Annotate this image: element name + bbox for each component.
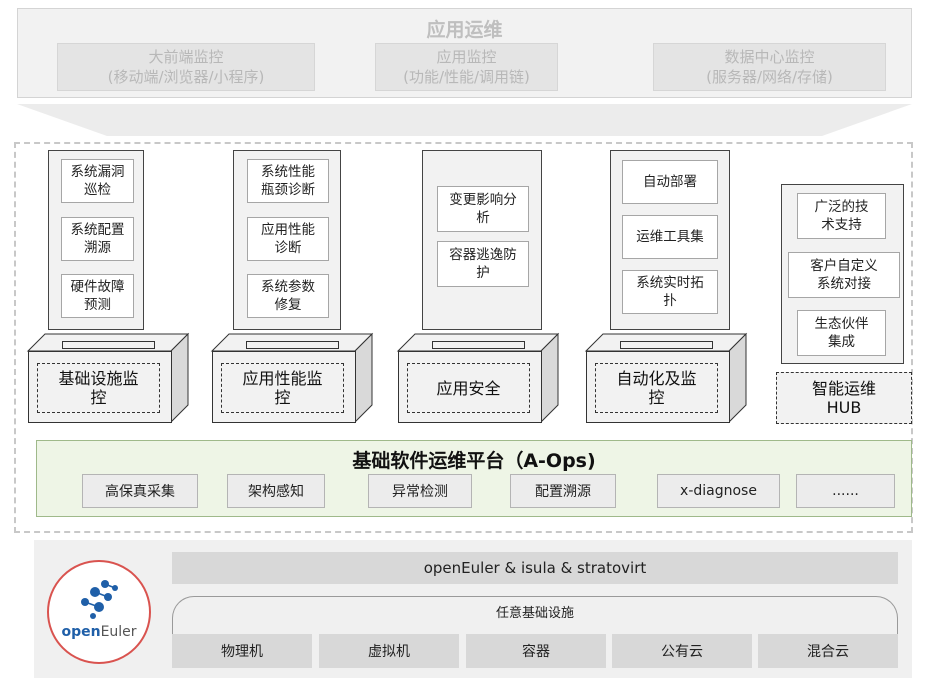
module-anomaly-detection: 异常检测 bbox=[368, 474, 472, 508]
application-monitoring-box: 应用监控 (功能/性能/调用链) bbox=[375, 43, 558, 91]
item-text: 系统对接 bbox=[817, 276, 871, 292]
item-perf-bottleneck: 系统性能瓶颈诊断 bbox=[247, 159, 329, 203]
item-app-perf-diagnosis: 应用性能诊断 bbox=[247, 217, 329, 261]
item-text: 硬件故障 bbox=[70, 279, 125, 295]
base-infrastructure-monitoring: 基础设施监控 bbox=[37, 363, 160, 413]
base-text: 基础设施监 bbox=[58, 369, 139, 388]
item-text: 容器逃逸防 bbox=[449, 247, 517, 263]
module-config-traceback: 配置溯源 bbox=[510, 474, 616, 508]
item-text: 广泛的技 bbox=[814, 199, 869, 215]
item-text: 应用性能 bbox=[261, 222, 315, 238]
infra-public-cloud: 公有云 bbox=[612, 634, 752, 668]
infra-hybrid-cloud: 混合云 bbox=[758, 634, 898, 668]
pedestal-slot-1 bbox=[62, 341, 155, 349]
item-text: 析 bbox=[476, 210, 490, 226]
item-param-repair: 系统参数修复 bbox=[247, 274, 329, 318]
funnel-shape bbox=[17, 104, 912, 136]
module-architecture-awareness: 架构感知 bbox=[227, 474, 325, 508]
frontend-monitoring-box: 大前端监控 (移动端/浏览器/小程序) bbox=[57, 43, 315, 91]
frontend-monitoring-scope: (移动端/浏览器/小程序) bbox=[107, 68, 265, 86]
datacenter-monitoring-title: 数据中心监控 bbox=[724, 48, 815, 66]
application-monitoring-title: 应用监控 bbox=[436, 48, 497, 66]
capability-frame bbox=[14, 142, 913, 533]
application-monitoring-scope: (功能/性能/调用链) bbox=[403, 68, 530, 86]
pedestal-slot-3 bbox=[432, 341, 525, 349]
item-tech-support: 广泛的技术支持 bbox=[797, 193, 886, 239]
module-x-diagnose: x-diagnose bbox=[657, 474, 780, 508]
base-text: 自动化及监 bbox=[616, 369, 697, 388]
infrastructure-bracket bbox=[172, 596, 898, 656]
item-text: 护 bbox=[476, 265, 490, 281]
wordmark-euler: Euler bbox=[100, 624, 137, 640]
item-hardware-fault-prediction: 硬件故障预测 bbox=[61, 274, 134, 318]
module-more: ...... bbox=[796, 474, 895, 508]
os-stack-bar: openEuler & isula & stratovirt bbox=[172, 552, 898, 584]
item-auto-deploy: 自动部署 bbox=[622, 160, 718, 204]
base-app-security: 应用安全 bbox=[407, 363, 530, 413]
item-config-traceback: 系统配置溯源 bbox=[61, 217, 134, 261]
item-text: 集成 bbox=[828, 334, 855, 350]
aops-title: 基础软件运维平台（A-Ops) bbox=[352, 449, 596, 472]
item-text: 系统漏洞 bbox=[70, 164, 125, 180]
item-text: 系统性能 bbox=[261, 164, 315, 180]
pedestal-slot-4 bbox=[620, 341, 713, 349]
item-text: 运维工具集 bbox=[636, 229, 704, 245]
item-text: 瓶颈诊断 bbox=[261, 182, 315, 198]
item-realtime-topology: 系统实时拓扑 bbox=[622, 270, 718, 314]
column-app-security-panel bbox=[422, 150, 542, 330]
item-change-impact: 变更影响分析 bbox=[437, 186, 529, 232]
item-vulnerability-inspection: 系统漏洞巡检 bbox=[61, 159, 134, 203]
item-text: 溯源 bbox=[84, 240, 111, 256]
item-ops-toolset: 运维工具集 bbox=[622, 215, 718, 259]
item-text: 扑 bbox=[663, 293, 677, 309]
infra-container: 容器 bbox=[466, 634, 606, 668]
wordmark-open: open bbox=[61, 624, 101, 640]
base-app-performance-monitoring: 应用性能监控 bbox=[221, 363, 344, 413]
item-text: 预测 bbox=[84, 297, 111, 313]
item-text: 术支持 bbox=[821, 217, 862, 233]
base-text: 应用性能监 bbox=[242, 369, 323, 388]
frontend-monitoring-title: 大前端监控 bbox=[148, 48, 224, 66]
item-text: 变更影响分 bbox=[449, 192, 517, 208]
item-ecosystem-partners: 生态伙伴集成 bbox=[797, 310, 886, 356]
infrastructure-label: 任意基础设施 bbox=[462, 601, 608, 621]
base-text: 控 bbox=[90, 388, 107, 407]
item-text: 系统参数 bbox=[261, 279, 315, 295]
base-text: 控 bbox=[274, 388, 291, 407]
infra-virtual-machine: 虚拟机 bbox=[319, 634, 459, 668]
item-text: 诊断 bbox=[274, 240, 302, 256]
item-custom-integration: 客户自定义系统对接 bbox=[788, 252, 900, 298]
hub-text: 智能运维 bbox=[811, 379, 876, 398]
infra-physical-machine: 物理机 bbox=[172, 634, 312, 668]
base-automation-monitoring: 自动化及监控 bbox=[595, 363, 718, 413]
module-high-fidelity-collection: 高保真采集 bbox=[82, 474, 198, 508]
app-ops-title: 应用运维 bbox=[426, 18, 503, 41]
item-text: 系统实时拓 bbox=[636, 275, 704, 291]
item-text: 系统配置 bbox=[70, 222, 125, 238]
hub-text: HUB bbox=[826, 398, 862, 417]
item-text: 巡检 bbox=[84, 182, 111, 198]
base-text: 控 bbox=[648, 388, 665, 407]
item-text: 修复 bbox=[274, 297, 302, 313]
item-text: 自动部署 bbox=[643, 174, 697, 190]
item-text: 客户自定义 bbox=[810, 258, 878, 274]
pedestal-slot-2 bbox=[246, 341, 339, 349]
base-text: 应用安全 bbox=[436, 378, 501, 398]
item-text: 生态伙伴 bbox=[814, 316, 869, 332]
openeuler-logo-mark bbox=[81, 580, 118, 619]
datacenter-monitoring-box: 数据中心监控 (服务器/网络/存储) bbox=[653, 43, 886, 91]
item-container-escape: 容器逃逸防护 bbox=[437, 241, 529, 287]
datacenter-monitoring-scope: (服务器/网络/存储) bbox=[706, 68, 833, 86]
